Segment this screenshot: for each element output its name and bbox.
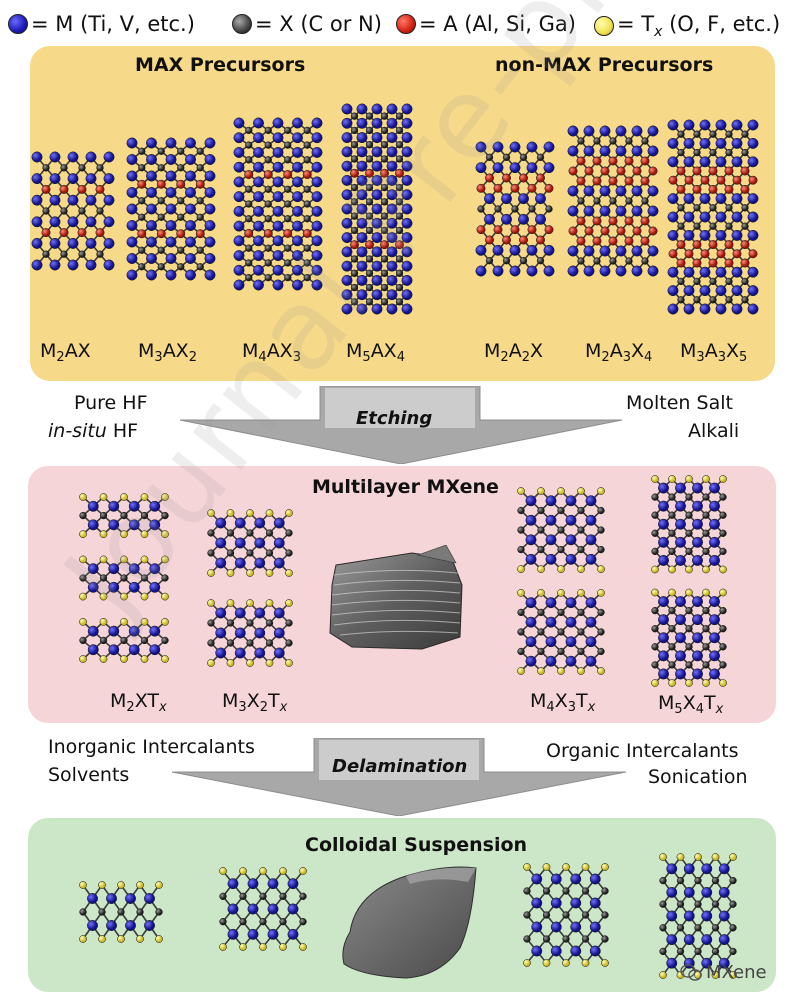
formula-m2ax: M2AX xyxy=(40,340,91,365)
legend-m: = M (Ti, V, etc.) xyxy=(8,12,195,36)
formula-m5ax4: M5AX4 xyxy=(346,340,405,365)
formula-m3a3x5: M3A3X5 xyxy=(680,340,748,365)
formula-m2a3x4: M2A3X4 xyxy=(585,340,653,365)
watermark: MXene xyxy=(680,962,767,983)
legend-a-label: = A (Al, Si, Ga) xyxy=(419,12,576,36)
max-precursors-title: MAX Precursors xyxy=(135,54,306,76)
m3a3x5-crystal xyxy=(667,119,759,315)
m3x2tx-multilayer-crystal xyxy=(207,509,293,667)
non-max-precursors-title: non-MAX Precursors xyxy=(495,54,714,76)
formula-m4x3tx: M4X3Tx xyxy=(530,690,596,715)
m2a2x-crystal xyxy=(475,141,555,277)
multilayer-mxene-title: Multilayer MXene xyxy=(312,476,499,498)
m2a3x4-crystal xyxy=(567,125,659,277)
a-atom-icon xyxy=(396,14,416,34)
formula-m5x4tx: M5X4Tx xyxy=(658,692,724,717)
formula-m2a2x: M2A2X xyxy=(484,340,543,365)
delamination-arrow xyxy=(172,738,626,816)
delamination-right-line2: Sonication xyxy=(648,766,748,788)
colloidal-suspension-title: Colloidal Suspension xyxy=(305,834,528,856)
m2ax-crystal xyxy=(31,151,115,271)
m3x2tx-flake-crystal xyxy=(219,867,307,951)
m5x4tx-flake-crystal xyxy=(659,853,737,979)
formula-m3x2tx: M3X2Tx xyxy=(222,690,288,715)
m3ax2-crystal xyxy=(126,137,216,281)
t-atom-icon xyxy=(594,16,614,37)
m5ax4-crystal xyxy=(341,103,413,315)
single-flake-sem-image xyxy=(342,866,477,979)
legend: = M (Ti, V, etc.) = X (C or N) = A (Al, … xyxy=(0,8,802,44)
delamination-label: Delamination xyxy=(332,756,468,777)
legend-t-label: = Tx (O, F, etc.) xyxy=(617,12,781,41)
etching-arrow xyxy=(180,386,622,464)
m5x4tx-multilayer-crystal xyxy=(651,475,727,687)
delamination-left-line1: Inorganic Intercalants xyxy=(48,736,255,758)
m2xtx-multilayer-crystal xyxy=(79,493,169,663)
etching-left-line1: Pure HF xyxy=(74,392,148,414)
etching-right-line1: Molten Salt xyxy=(626,392,733,414)
legend-x-label: = X (C or N) xyxy=(255,12,382,36)
etching-right-line2: Alkali xyxy=(688,420,740,442)
delamination-right-line1: Organic Intercalants xyxy=(546,740,739,762)
m4x3tx-flake-crystal xyxy=(523,863,609,967)
m-atom-icon xyxy=(8,14,28,34)
m4x3tx-multilayer-crystal xyxy=(517,487,605,675)
legend-t: = Tx (O, F, etc.) xyxy=(594,12,780,40)
m4ax3-crystal xyxy=(233,117,323,291)
delamination-left-line2: Solvents xyxy=(48,764,130,786)
multilayer-sem-image xyxy=(329,545,463,650)
formula-m4ax3: M4AX3 xyxy=(242,340,301,365)
etching-left-line2: in-situ HF xyxy=(48,420,139,442)
formula-m2xtx: M2XTx xyxy=(110,690,167,715)
x-atom-icon xyxy=(232,14,252,34)
chat-bubble-icon xyxy=(680,963,702,981)
formula-m3ax2: M3AX2 xyxy=(138,340,197,365)
etching-label: Etching xyxy=(356,408,433,429)
legend-x: = X (C or N) xyxy=(232,12,382,36)
legend-m-label: = M (Ti, V, etc.) xyxy=(31,12,195,36)
legend-a: = A (Al, Si, Ga) xyxy=(396,12,576,36)
m2xtx-flake-crystal xyxy=(79,881,163,943)
watermark-label: MXene xyxy=(706,962,767,983)
